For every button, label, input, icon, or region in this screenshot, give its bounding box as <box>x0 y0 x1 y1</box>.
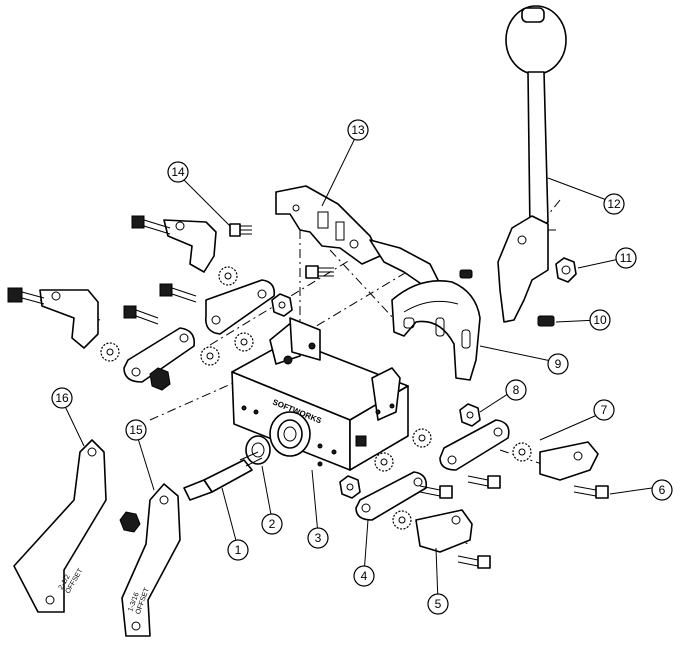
svg-text:3: 3 <box>315 531 322 545</box>
pivot-bolt-1 <box>183 451 263 501</box>
callout-5: 5 <box>427 593 449 615</box>
svg-text:8: 8 <box>513 383 520 397</box>
svg-text:1: 1 <box>235 543 242 557</box>
svg-text:2: 2 <box>269 517 276 531</box>
svg-text:6: 6 <box>659 483 666 497</box>
right-linkage-hardware <box>339 403 609 569</box>
svg-text:10: 10 <box>593 313 607 327</box>
callout-3: 3 <box>307 527 329 549</box>
svg-text:9: 9 <box>555 357 562 371</box>
callout-7: 7 <box>593 399 615 421</box>
callout-1: 1 <box>227 539 249 561</box>
svg-text:11: 11 <box>620 251 633 265</box>
left-linkage-hardware <box>7 215 293 391</box>
callout-16: 16 <box>51 387 73 409</box>
svg-text:7: 7 <box>601 403 608 417</box>
nut-11 <box>555 257 577 283</box>
callout-15: 15 <box>125 419 147 441</box>
callout-12: 12 <box>603 193 625 215</box>
gate-plate-13 <box>275 185 441 291</box>
svg-text:16: 16 <box>55 391 69 405</box>
offset-bracket-15: 1-3/16OFFSET <box>119 483 181 637</box>
svg-text:12: 12 <box>607 197 621 211</box>
washer-2 <box>245 435 271 465</box>
callout-13: 13 <box>347 119 369 141</box>
main-housing-3: SOFTWORKS <box>231 317 409 471</box>
svg-text:14: 14 <box>171 165 185 179</box>
callout-10: 10 <box>589 309 611 331</box>
callout-8: 8 <box>505 379 527 401</box>
screw-upper <box>305 265 473 279</box>
callout-14: 14 <box>167 161 189 183</box>
callout-4: 4 <box>353 565 375 587</box>
svg-text:5: 5 <box>435 597 442 611</box>
screw-14 <box>229 223 252 237</box>
svg-text:15: 15 <box>129 423 143 437</box>
shift-lever-12 <box>497 5 567 323</box>
svg-text:4: 4 <box>361 569 368 583</box>
callout-9: 9 <box>547 353 569 375</box>
set-screw-10 <box>537 315 555 327</box>
svg-text:13: 13 <box>351 123 365 137</box>
callout-11: 11 <box>615 247 637 269</box>
callout-2: 2 <box>261 513 283 535</box>
shift-gate-9 <box>391 280 481 381</box>
offset-bracket-16: 2-1/2OFFSET <box>13 439 107 613</box>
callout-6: 6 <box>651 479 673 501</box>
